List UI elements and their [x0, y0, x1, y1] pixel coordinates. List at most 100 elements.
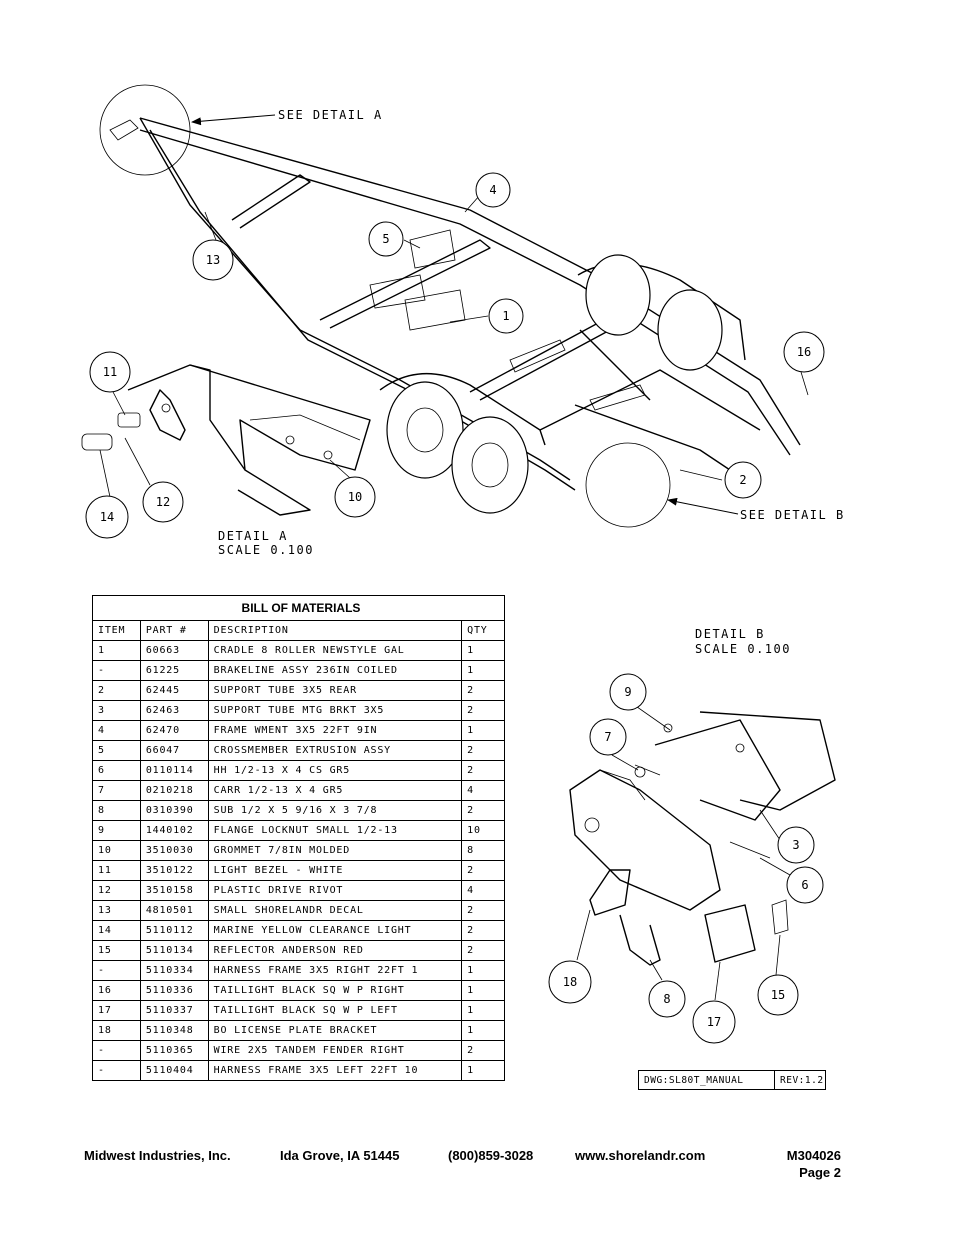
- bom-cell: 2: [461, 860, 505, 881]
- bom-cell: 3510122: [139, 860, 209, 881]
- bom-cell: 66047: [139, 740, 209, 761]
- bom-cell: 9: [92, 820, 141, 841]
- bom-cell: CARR 1/2-13 X 4 GR5: [207, 780, 463, 801]
- bom-cell: 5110112: [139, 920, 209, 941]
- bom-cell: 2: [461, 680, 505, 701]
- bom-cell: 3: [92, 700, 141, 721]
- bom-cell: 5: [92, 740, 141, 761]
- bom-cell: FRAME WMENT 3X5 22FT 9IN: [207, 720, 463, 741]
- callout-4-label: 4: [489, 183, 496, 197]
- bom-cell: 17: [92, 1000, 141, 1021]
- bom-cell: 8: [461, 840, 505, 861]
- bom-header-cell: ITEM: [92, 620, 141, 641]
- bom-cell: HARNESS FRAME 3X5 LEFT 22FT 10: [207, 1060, 463, 1081]
- bom-cell: 61225: [139, 660, 209, 681]
- bom-cell: 1: [461, 720, 505, 741]
- callout-16: [783, 331, 825, 373]
- bom-cell: 4: [461, 880, 505, 901]
- bom-cell: SUPPORT TUBE MTG BRKT 3X5: [207, 700, 463, 721]
- callout-7: [589, 718, 627, 756]
- bom-cell: 5110365: [139, 1040, 209, 1061]
- callout-14-label: 14: [100, 510, 114, 524]
- bom-cell: 7: [92, 780, 141, 801]
- bom-cell: -: [92, 1060, 141, 1081]
- bom-cell: 2: [92, 680, 141, 701]
- bom-cell: HARNESS FRAME 3X5 RIGHT 22FT 1: [207, 960, 463, 981]
- bom-cell: 11: [92, 860, 141, 881]
- callout-3-label: 3: [792, 838, 799, 852]
- callout-8: [648, 980, 686, 1018]
- bom-cell: -: [92, 960, 141, 981]
- bom-cell: SUPPORT TUBE 3X5 REAR: [207, 680, 463, 701]
- bom-cell: CRADLE 8 ROLLER NEWSTYLE GAL: [207, 640, 463, 661]
- callout-14: [85, 495, 129, 539]
- drawing-info-box: DWG:SL80T_MANUAL REV:1.2: [638, 1070, 826, 1090]
- bom-cell: 10: [461, 820, 505, 841]
- bom-cell: 3510158: [139, 880, 209, 901]
- footer-website: www.shorelandr.com: [575, 1148, 706, 1163]
- callout-12: [142, 481, 184, 523]
- bom-cell: PLASTIC DRIVE RIVOT: [207, 880, 463, 901]
- bom-cell: 14: [92, 920, 141, 941]
- bom-cell: 62445: [139, 680, 209, 701]
- bom-header-cell: DESCRIPTION: [207, 620, 463, 641]
- detail-a-circle: [99, 84, 191, 176]
- see-detail-b-label: SEE DETAIL B: [740, 508, 845, 522]
- bom-cell: 1: [461, 1060, 505, 1081]
- bom-cell: 2: [461, 800, 505, 821]
- callout-6-label: 6: [801, 878, 808, 892]
- callout-6: [786, 866, 824, 904]
- detail-b-circle: [585, 442, 671, 528]
- footer-doc-number: M304026: [786, 1148, 841, 1163]
- bom-cell: -: [92, 660, 141, 681]
- bom-cell: BRAKELINE ASSY 236IN COILED: [207, 660, 463, 681]
- bom-cell: SMALL SHORELANDR DECAL: [207, 900, 463, 921]
- callouts: 4 5 1 13 16 2 11 12 14 10 9 7 3: [85, 172, 825, 1044]
- bom-cell: 5110134: [139, 940, 209, 961]
- bom-cell: 60663: [139, 640, 209, 661]
- callout-4: [475, 172, 511, 208]
- bom-cell: 3510030: [139, 840, 209, 861]
- bom-cell: 5110337: [139, 1000, 209, 1021]
- bom-cell: 0110114: [139, 760, 209, 781]
- callout-18: [548, 960, 592, 1004]
- bom-cell: 12: [92, 880, 141, 901]
- callout-12-label: 12: [156, 495, 170, 509]
- bom-cell: REFLECTOR ANDERSON RED: [207, 940, 463, 961]
- callout-13-label: 13: [206, 253, 220, 267]
- bom-cell: 2: [461, 760, 505, 781]
- bom-header-cell: PART #: [139, 620, 209, 641]
- bom-title: BILL OF MATERIALS: [92, 595, 505, 621]
- bom-cell: 62470: [139, 720, 209, 741]
- bom-cell: 2: [461, 940, 505, 961]
- callout-15: [757, 974, 799, 1016]
- callout-17-label: 17: [707, 1015, 721, 1029]
- bom-cell: 5110348: [139, 1020, 209, 1041]
- bom-cell: 2: [461, 700, 505, 721]
- bom-cell: MARINE YELLOW CLEARANCE LIGHT: [207, 920, 463, 941]
- see-detail-a-label: SEE DETAIL A: [278, 108, 383, 122]
- callout-10-label: 10: [348, 490, 362, 504]
- callout-7-label: 7: [604, 730, 611, 744]
- callout-1: [488, 298, 524, 334]
- footer-company: Midwest Industries, Inc.: [84, 1148, 231, 1163]
- callout-16-label: 16: [797, 345, 811, 359]
